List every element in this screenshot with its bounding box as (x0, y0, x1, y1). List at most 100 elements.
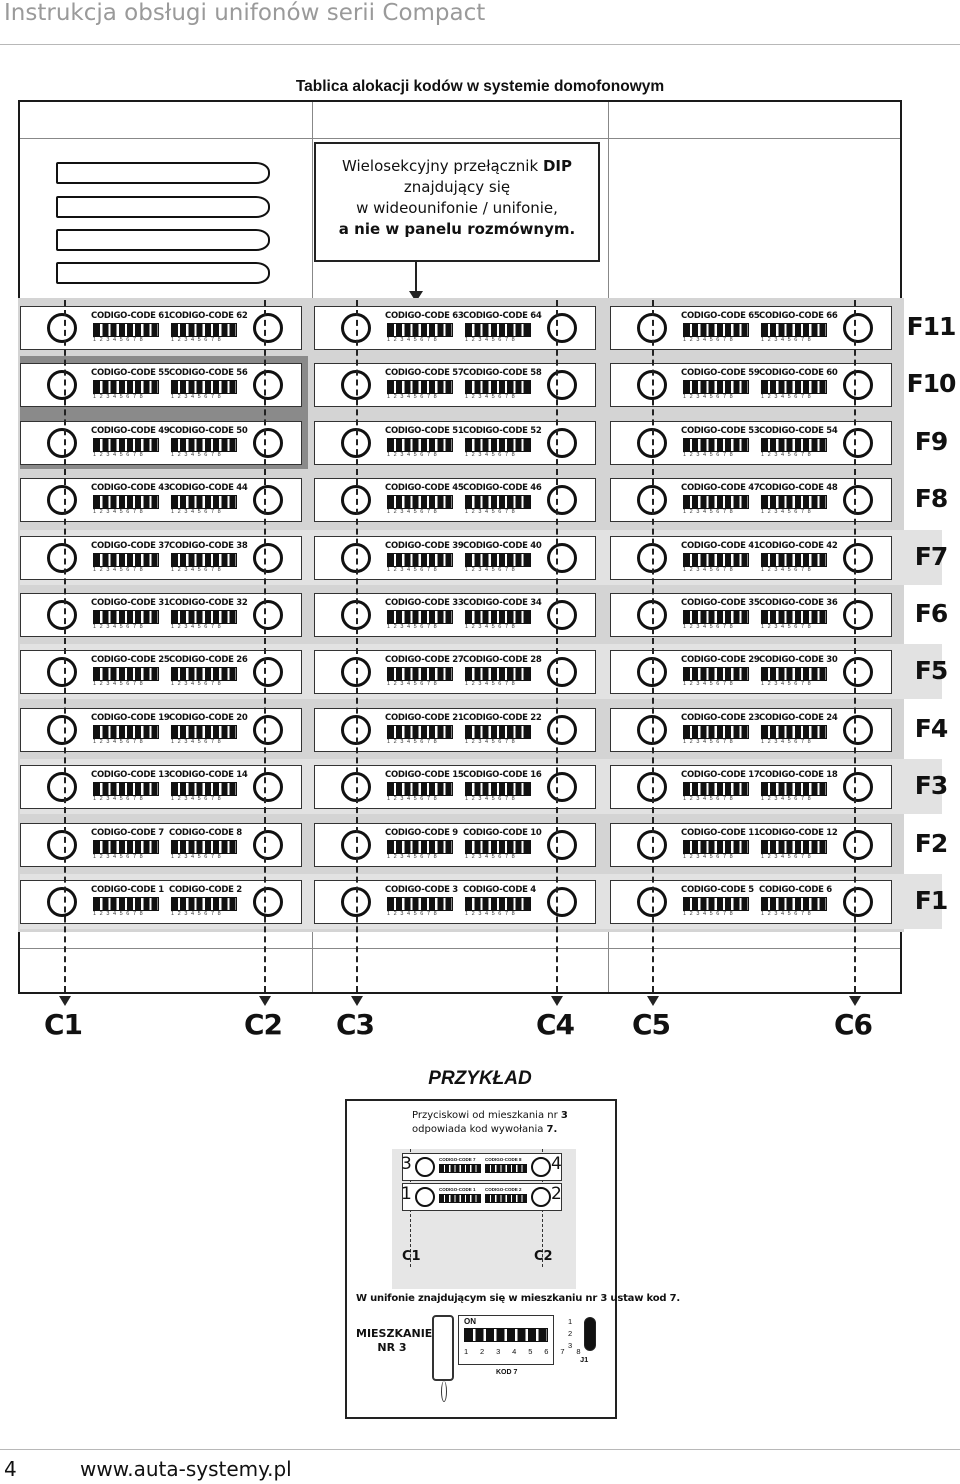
dip-switch: CODIGO-CODE 1 (439, 1187, 481, 1207)
dip-numbers: 12345678 (465, 738, 519, 745)
dip-numbers: 12345678 (387, 681, 441, 688)
dip-numbers: 12345678 (93, 853, 147, 860)
dip-switch: CODIGO-CODE 7 12345678 (91, 827, 164, 862)
dip-switch-bank (171, 610, 237, 624)
call-button (47, 829, 77, 860)
example-panels: 3 CODIGO-CODE 7 CODIGO-CODE 8 4 1 CODIGO… (392, 1149, 576, 1289)
dip-numbers: 12345678 (387, 853, 441, 860)
dip-numbers: 12345678 (387, 566, 441, 573)
column-label: C1 (44, 1008, 83, 1041)
dip-numbers: 12345678 (171, 509, 225, 516)
call-button (547, 772, 577, 803)
dip-switch-bank (93, 667, 159, 682)
call-button (253, 600, 283, 630)
dip-switch-bank (761, 495, 827, 510)
dip-numbers: 12345678 (683, 509, 737, 516)
dip-code-label: CODIGO-CODE 11 (681, 827, 760, 838)
dip-switch-bank (465, 724, 531, 739)
dip-note-line4: a nie w panelu rozmównym. (338, 220, 576, 238)
example-apartment-number: 3 (560, 1110, 568, 1121)
dip-code-label: CODIGO-CODE 1 (439, 1187, 476, 1192)
dip-numbers: 12345678 (171, 394, 225, 401)
dip-numbers: 12345678 (387, 451, 441, 458)
page-header: Instrukcja obsługi unifonów serii Compac… (0, 0, 960, 46)
example-column-label: C1 (402, 1249, 421, 1264)
call-button (547, 370, 577, 401)
dip-numbers: 12345678 (683, 738, 737, 745)
jumper-label: J1 (580, 1355, 589, 1364)
call-button (253, 485, 283, 516)
dip-switch-bank (683, 380, 749, 395)
call-button (843, 657, 873, 688)
dip-code-label: CODIGO-CODE 39 (385, 540, 464, 551)
jumper-pin-number: 2 (568, 1329, 573, 1338)
dip-numbers: 12345678 (93, 509, 147, 516)
dip-code-label: CODIGO-CODE 12 (759, 827, 838, 838)
dip-switch-bank (761, 323, 827, 337)
jumper-j1: 1 2 3 J1 (566, 1315, 604, 1365)
column-line (59, 300, 71, 1006)
dip-switch-bank (683, 897, 749, 911)
dip-on-label: ON (464, 1317, 476, 1326)
call-button (253, 657, 283, 688)
floor-label: F8 (914, 484, 948, 514)
dip-code-label: CODIGO-CODE 58 (463, 368, 542, 379)
dip-switch-bank (93, 495, 159, 510)
dip-switch-bank (761, 667, 827, 682)
dip-numbers: 12345678 (761, 509, 815, 516)
dip-code-label: CODIGO-CODE 52 (463, 425, 542, 436)
dip-numbers: 12345678 (93, 451, 147, 458)
example-row-bottom: 1 CODIGO-CODE 1 CODIGO-CODE 2 2 (401, 1183, 562, 1211)
dip-switch-bank (171, 323, 237, 337)
dip-numbers: 12345678 (683, 451, 737, 458)
call-button (47, 427, 77, 458)
floor-label: F10 (906, 369, 957, 399)
page-title: Instrukcja obsługi unifonów serii Compac… (4, 0, 486, 26)
dip-numbers: 12345678 (683, 681, 737, 688)
dip-code-label: CODIGO-CODE 61 (91, 311, 170, 321)
dip-code-label: CODIGO-CODE 41 (681, 540, 760, 551)
call-button (843, 370, 873, 401)
call-button (843, 772, 873, 803)
dip-code-label: CODIGO-CODE 7 (439, 1157, 476, 1162)
dip-switch-bank (93, 552, 159, 567)
dip-switch-bank (683, 552, 749, 567)
dip-code-label: CODIGO-CODE 47 (681, 483, 760, 494)
dip-switch-bank (761, 552, 827, 567)
example-button-number: 1 (401, 1184, 412, 1204)
dip-code-label: CODIGO-CODE 36 (759, 598, 838, 608)
dip-switch: CODIGO-CODE 58 12345678 (463, 368, 542, 402)
call-button (253, 313, 283, 343)
dip-numbers: 1 2 3 4 5 6 7 8 (464, 1347, 586, 1356)
dip-switch-bank (171, 897, 237, 911)
dip-code-label: CODIGO-CODE 7 (91, 827, 164, 838)
dip-code-label: CODIGO-CODE 56 (169, 368, 248, 379)
frame-top-band (20, 138, 900, 139)
call-button (47, 772, 77, 803)
dip-numbers: 12345678 (465, 394, 519, 401)
call-button (843, 542, 873, 573)
dip-note-line1: Wielosekcyjny przełącznik (342, 157, 543, 175)
dip-numbers: 12345678 (93, 624, 147, 630)
floor-label: F11 (906, 312, 957, 341)
call-button (843, 600, 873, 630)
dip-switch-bank (171, 724, 237, 739)
dip-code-label: CODIGO-CODE 31 (91, 598, 170, 608)
jumper-pins (584, 1317, 596, 1351)
dip-switch-bank (387, 323, 453, 337)
